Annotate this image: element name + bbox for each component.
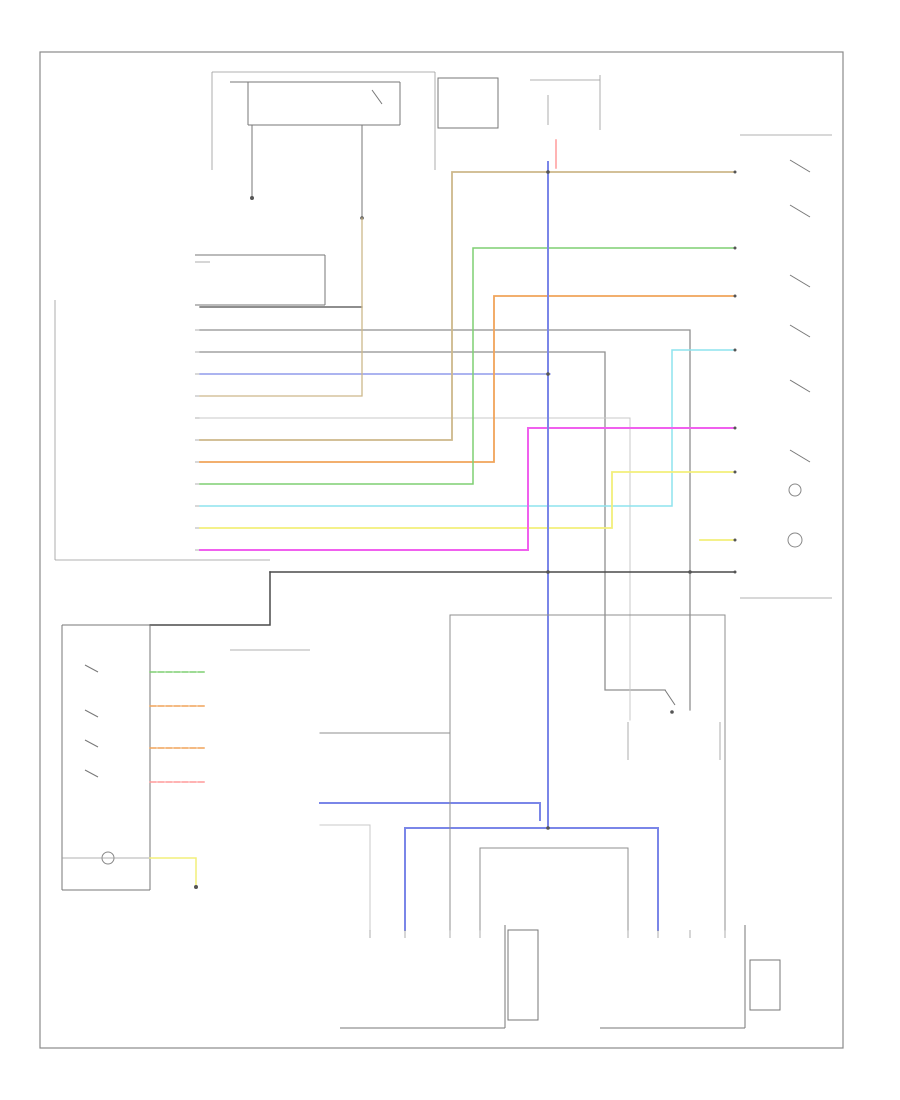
wire-gray-352 xyxy=(199,351,666,691)
wire-gray-330 xyxy=(199,329,691,711)
wire-green-484 xyxy=(199,247,736,485)
wire-gray-mid-box xyxy=(479,847,629,931)
wire-lightgray-418 xyxy=(199,417,631,721)
splice-dots xyxy=(546,170,692,830)
wire-gray-ground-box xyxy=(449,614,726,931)
right-terminal-dots xyxy=(733,170,737,574)
indicator-lamp-upper xyxy=(788,483,802,497)
wire-dark-572-down xyxy=(149,571,271,626)
bottom-connectors-right xyxy=(600,925,781,1029)
top-power-block xyxy=(211,71,601,305)
lower-left-switch-module xyxy=(61,624,151,891)
relay-component xyxy=(627,689,721,760)
control-module-box xyxy=(54,254,326,561)
wire-tan-440 xyxy=(199,171,736,441)
indicator-lamp xyxy=(787,532,803,548)
bottom-connectors-left xyxy=(340,925,539,1029)
wire-lightgray-stub xyxy=(319,824,371,931)
fuse-node xyxy=(250,196,254,200)
wire-pink-550 xyxy=(199,427,736,551)
wire-yellow-stub xyxy=(149,857,197,886)
ground-node xyxy=(194,885,198,889)
right-switch-group xyxy=(740,134,832,599)
diagram-frame xyxy=(39,51,844,1049)
wire-orange-462 xyxy=(199,295,736,463)
wire-blue-trunk-lower xyxy=(404,827,549,931)
wire-yellow-528 xyxy=(199,471,736,529)
wire-tan-396 xyxy=(199,217,363,397)
wire-blue-trunk-right xyxy=(547,827,659,931)
wire-blue-mid xyxy=(319,802,541,821)
